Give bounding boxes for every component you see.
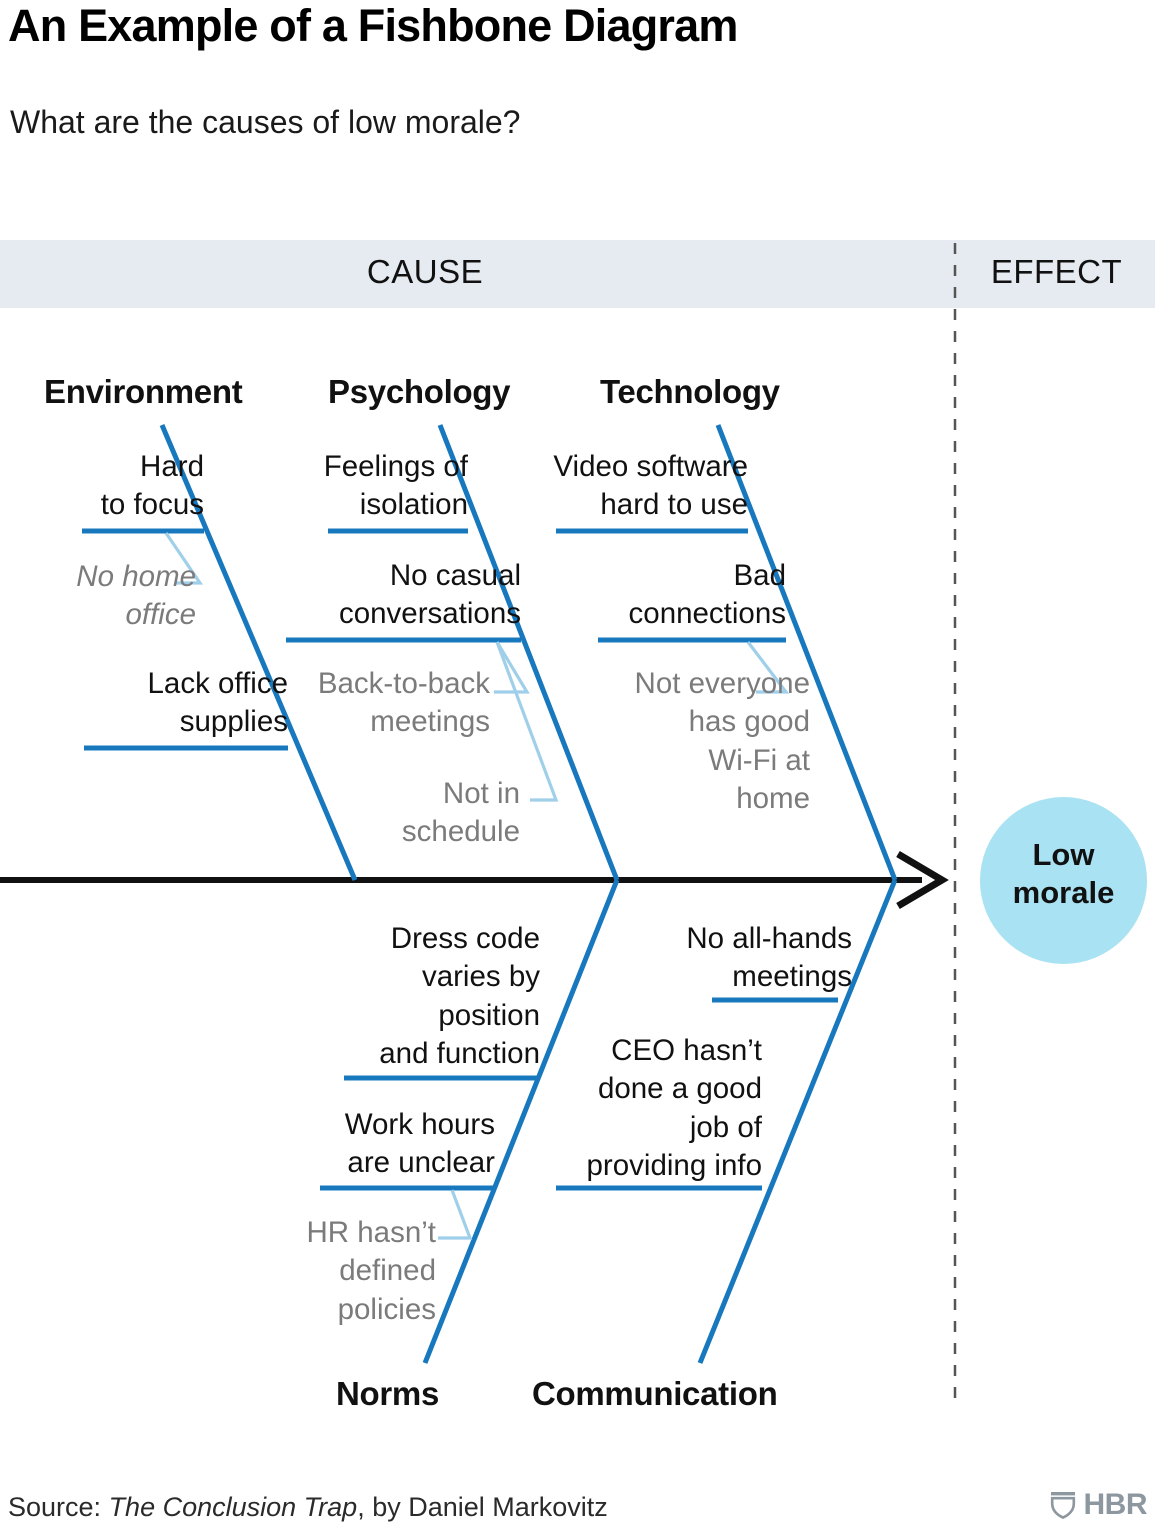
category-label-technology: Technology xyxy=(600,373,780,410)
hbr-shield-icon xyxy=(1050,1492,1075,1520)
source-book-title: The Conclusion Trap xyxy=(108,1492,358,1522)
page-subtitle: What are the causes of low morale? xyxy=(10,104,521,140)
category-label-norms: Norms xyxy=(336,1375,440,1412)
effect-bubble: Low morale xyxy=(980,797,1147,964)
connector-psy-s1 xyxy=(494,641,530,694)
source-suffix: , by Daniel Markovitz xyxy=(357,1492,608,1522)
effect-label: Low morale xyxy=(1012,837,1115,910)
hbr-logo: HBR xyxy=(1049,1488,1148,1521)
source-note: Source: The Conclusion Trap, by Daniel M… xyxy=(8,1492,608,1523)
category-label-psychology: Psychology xyxy=(328,373,511,410)
cause-effect-band: CAUSE EFFECT xyxy=(0,240,1155,308)
category-label-environment: Environment xyxy=(44,373,243,410)
spine-arrowhead xyxy=(896,850,949,910)
connector-nor-s1 xyxy=(438,1189,473,1240)
band-label-cause: CAUSE xyxy=(366,253,484,290)
source-prefix: Source: xyxy=(8,1492,109,1522)
hbr-wordmark: HBR xyxy=(1083,1488,1148,1521)
band-label-effect: EFFECT xyxy=(990,253,1123,290)
page-title: An Example of a Fishbone Diagram xyxy=(8,0,738,51)
category-label-communication: Communication xyxy=(532,1375,778,1412)
